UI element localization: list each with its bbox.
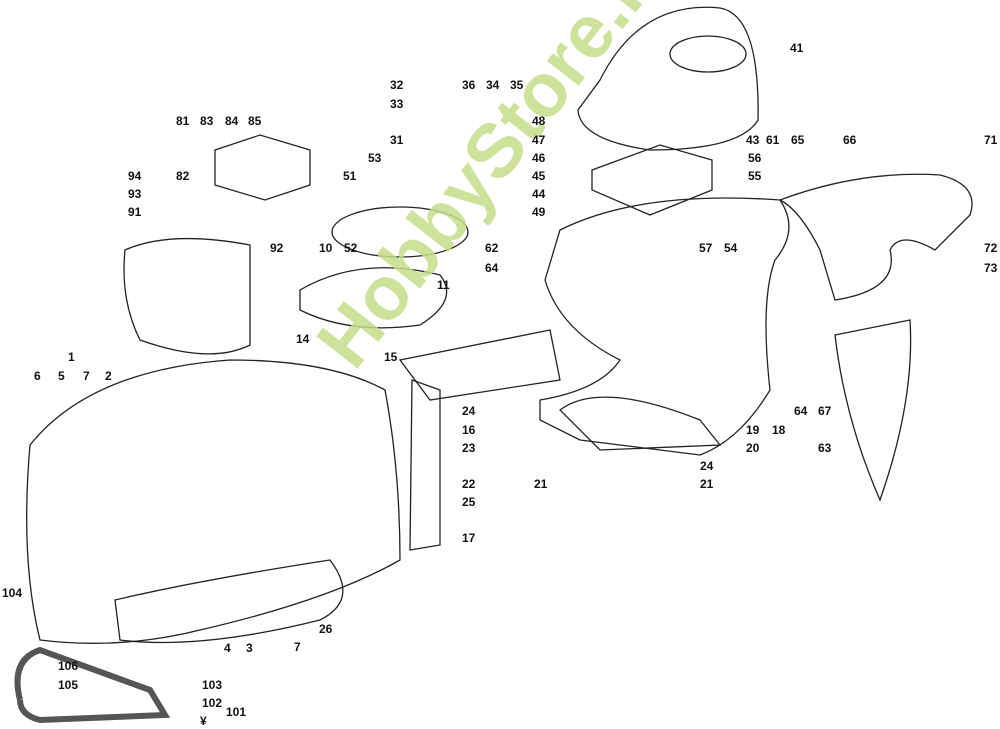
- callout-1: 1: [68, 350, 75, 364]
- seat-bracket: [591, 144, 713, 216]
- callout-23: 23: [462, 441, 476, 455]
- callout-93: 93: [128, 187, 142, 201]
- callout-53: 53: [368, 151, 382, 165]
- callout-51: 51: [343, 169, 357, 183]
- callout-54: 54: [724, 241, 738, 255]
- callout-33: 33: [390, 97, 404, 111]
- callout-35: 35: [510, 78, 524, 92]
- callout-101: 101: [226, 705, 247, 719]
- callout-20: 20: [746, 441, 760, 455]
- battery-cover: [214, 134, 311, 201]
- steering-wheel: [331, 206, 469, 258]
- callout-4: 4: [224, 641, 231, 655]
- callout-64: 64: [485, 261, 499, 275]
- callout-92: 92: [270, 241, 284, 255]
- callout-66: 66: [843, 133, 857, 147]
- callout-72: 72: [984, 241, 998, 255]
- callout-49: 49: [532, 205, 546, 219]
- callout-21: 21: [700, 477, 714, 491]
- callout-yen: ¥: [200, 714, 207, 728]
- side-strip: [409, 379, 441, 551]
- callout-7: 7: [294, 640, 301, 654]
- callout-82: 82: [176, 169, 190, 183]
- fuel-tank: [123, 237, 251, 355]
- callout-19: 19: [746, 423, 760, 437]
- callout-24: 24: [462, 404, 476, 418]
- callout-41: 41: [790, 41, 804, 55]
- callout-10: 10: [319, 241, 333, 255]
- side-panel: [834, 319, 912, 502]
- callout-14: 14: [296, 332, 310, 346]
- callout-7: 7: [83, 369, 90, 383]
- callout-105: 105: [58, 678, 79, 692]
- callout-31: 31: [390, 133, 404, 147]
- callout-94: 94: [128, 169, 142, 183]
- callout-24: 24: [700, 459, 714, 473]
- callout-64: 64: [794, 404, 808, 418]
- callout-22: 22: [462, 477, 476, 491]
- callout-47: 47: [532, 133, 546, 147]
- callout-16: 16: [462, 423, 476, 437]
- callout-65: 65: [791, 133, 805, 147]
- hood-lower: [114, 559, 344, 644]
- callout-45: 45: [532, 169, 546, 183]
- callout-43: 43: [746, 133, 760, 147]
- callout-81: 81: [176, 114, 190, 128]
- callout-73: 73: [984, 261, 998, 275]
- callout-67: 67: [818, 404, 832, 418]
- callout-36: 36: [462, 78, 476, 92]
- callout-26: 26: [319, 622, 333, 636]
- callout-17: 17: [462, 531, 476, 545]
- rear-cover: [778, 173, 973, 301]
- callout-32: 32: [390, 78, 404, 92]
- callout-91: 91: [128, 205, 142, 219]
- dashboard: [299, 267, 448, 329]
- callout-2: 2: [105, 369, 112, 383]
- callout-83: 83: [200, 114, 214, 128]
- callout-25: 25: [462, 495, 476, 509]
- callout-11: 11: [437, 278, 450, 292]
- hood: [26, 359, 401, 644]
- callout-18: 18: [772, 423, 786, 437]
- callout-84: 84: [225, 114, 239, 128]
- callout-106: 106: [58, 659, 79, 673]
- callout-61: 61: [766, 133, 780, 147]
- callout-55: 55: [748, 169, 762, 183]
- callout-44: 44: [532, 187, 546, 201]
- callout-15: 15: [384, 350, 398, 364]
- callout-71: 71: [984, 133, 998, 147]
- callout-48: 48: [532, 114, 546, 128]
- callout-56: 56: [748, 151, 762, 165]
- seat: [577, 6, 759, 151]
- callout-63: 63: [818, 441, 832, 455]
- rear-fender: [539, 197, 790, 456]
- floor-step: [559, 396, 722, 451]
- callout-21: 21: [534, 477, 548, 491]
- callout-85: 85: [248, 114, 262, 128]
- callout-6: 6: [34, 369, 41, 383]
- callout-104: 104: [2, 586, 23, 600]
- callout-52: 52: [344, 241, 358, 255]
- callout-102: 102: [202, 696, 223, 710]
- callout-62: 62: [485, 241, 499, 255]
- seat-cushion: [669, 35, 747, 73]
- front-bumper: [14, 646, 171, 724]
- callout-46: 46: [532, 151, 546, 165]
- callout-5: 5: [58, 369, 65, 383]
- callout-103: 103: [202, 678, 223, 692]
- frame-rail: [398, 329, 561, 401]
- callout-3: 3: [246, 641, 253, 655]
- callout-34: 34: [486, 78, 500, 92]
- callout-57: 57: [699, 241, 713, 255]
